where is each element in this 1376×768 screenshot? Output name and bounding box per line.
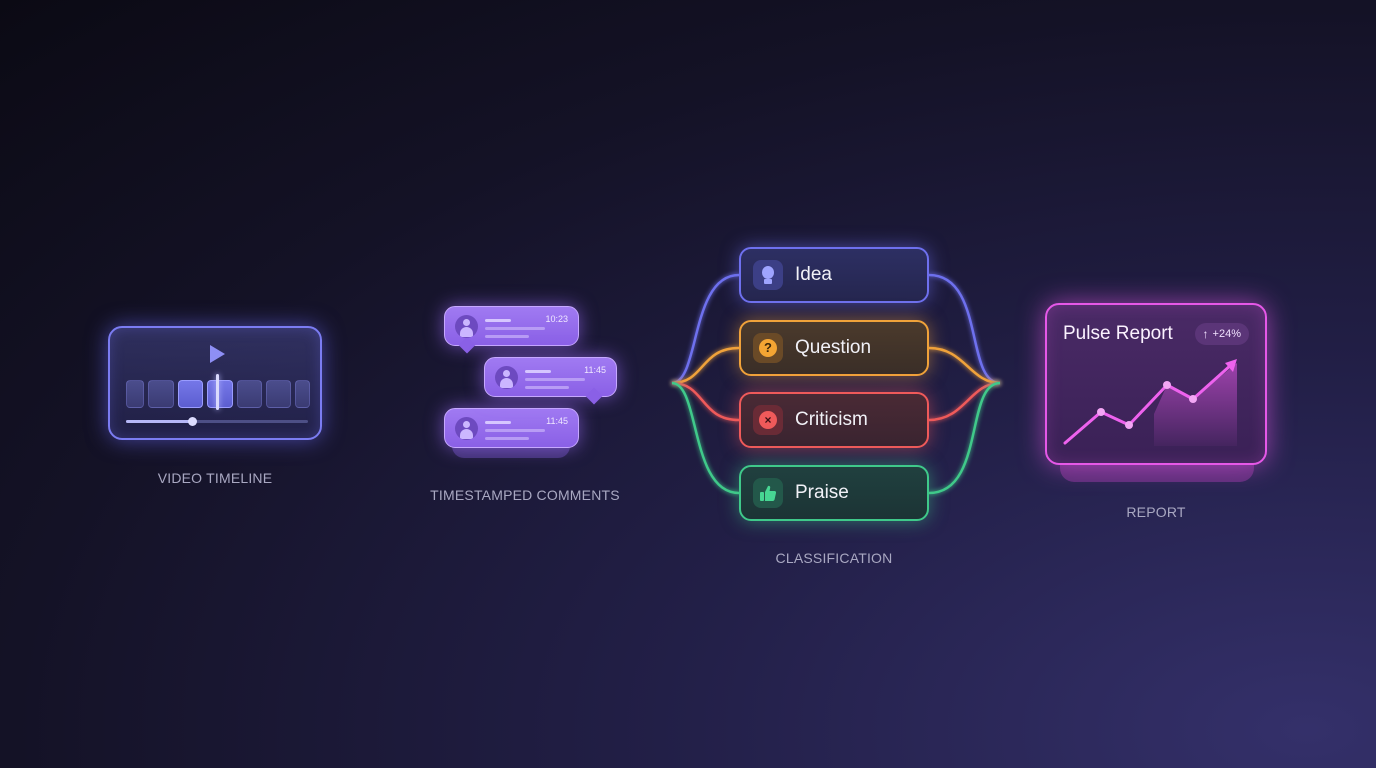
growth-value: +24% xyxy=(1212,328,1241,340)
connector-from-idea xyxy=(928,273,1001,385)
category-criticism: × Criticism xyxy=(739,392,929,448)
connector-to-praise xyxy=(671,381,740,495)
play-icon xyxy=(210,345,225,363)
lightbulb-icon xyxy=(753,260,783,290)
film-frame xyxy=(126,380,145,408)
film-frame xyxy=(295,380,311,408)
film-frame xyxy=(236,380,262,408)
film-frame xyxy=(148,380,174,408)
connector-to-idea xyxy=(671,273,740,385)
comment-bubble: 11:45 xyxy=(444,408,579,448)
film-frame xyxy=(177,380,204,408)
comment-bubble: 10:23 xyxy=(444,306,579,354)
comment-timestamp: 10:23 xyxy=(545,314,568,324)
connector-from-criticism xyxy=(928,381,1001,422)
x-circle-icon: × xyxy=(753,405,783,435)
connector-from-praise xyxy=(928,381,1001,495)
report-title: Pulse Report xyxy=(1063,323,1173,344)
comment-bubble-active: 11:45 xyxy=(484,357,617,405)
scrub-progress xyxy=(126,420,192,423)
category-idea: Idea xyxy=(739,247,929,303)
scrub-handle xyxy=(187,417,197,426)
trend-line xyxy=(1063,363,1233,445)
avatar xyxy=(495,366,518,389)
arrow-up-icon: ↑ xyxy=(1202,327,1209,341)
video-timeline-caption: VIDEO TIMELINE xyxy=(157,470,273,486)
question-mark-icon: ? xyxy=(753,333,783,363)
report-caption: REPORT xyxy=(1126,504,1186,520)
connector-to-question xyxy=(671,346,740,385)
growth-badge: ↑ +24% xyxy=(1194,323,1249,345)
trend-point xyxy=(1163,381,1171,389)
playhead xyxy=(216,374,219,410)
video-timeline-card xyxy=(108,326,322,440)
film-frame xyxy=(207,380,233,408)
comment-timestamp: 11:45 xyxy=(546,416,568,426)
comment-stack-shadow xyxy=(452,446,570,458)
filmstrip xyxy=(126,378,311,410)
avatar xyxy=(455,315,478,338)
film-frame xyxy=(265,380,292,408)
category-label: Criticism xyxy=(795,409,868,430)
trend-point xyxy=(1125,421,1133,429)
connector-to-criticism xyxy=(671,381,740,422)
trend-point xyxy=(1097,408,1105,416)
classification-caption: CLASSIFICATION xyxy=(775,550,893,566)
connector-from-question xyxy=(928,346,1001,385)
trend-point xyxy=(1189,395,1197,403)
category-praise: Praise xyxy=(739,465,929,521)
pulse-report-card: Pulse Report ↑ +24% xyxy=(1045,303,1267,465)
category-label: Praise xyxy=(795,482,849,503)
trend-arrowhead xyxy=(1225,359,1237,372)
report-stack-shadow xyxy=(1060,462,1254,482)
category-label: Idea xyxy=(795,264,832,285)
category-question: ? Question xyxy=(739,320,929,376)
comments-caption: TIMESTAMPED COMMENTS xyxy=(430,487,620,503)
comment-timestamp: 11:45 xyxy=(584,365,606,375)
trend-area xyxy=(1154,363,1237,446)
avatar xyxy=(455,417,478,440)
thumbs-up-icon xyxy=(753,478,783,508)
scrub-bar xyxy=(126,417,308,426)
category-label: Question xyxy=(795,337,872,358)
trend-chart xyxy=(1063,359,1237,446)
